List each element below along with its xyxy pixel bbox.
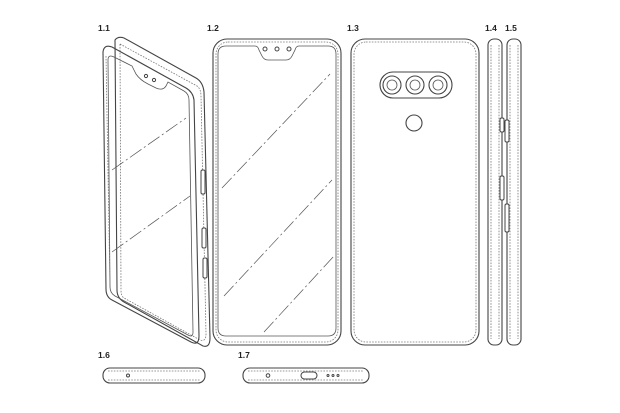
- side-button: [202, 257, 208, 279]
- speaker-hole-icon: [326, 374, 330, 377]
- microphone-hole-icon: [126, 373, 130, 378]
- front-sensor-icon: [286, 46, 292, 52]
- phone-back-edge-dashed: [353, 41, 477, 343]
- figure-label-1-1: 1.1: [98, 23, 110, 33]
- earpiece-icon: [274, 46, 280, 52]
- screen-area: [107, 55, 194, 337]
- headphone-jack-icon: [265, 373, 271, 378]
- figure-label-1-2: 1.2: [207, 23, 219, 33]
- figure-1-6: 1.6: [98, 350, 206, 384]
- speaker-hole-icon: [336, 374, 340, 377]
- camera-module: [379, 71, 453, 99]
- shading-line: [111, 195, 191, 253]
- figure-label-1-7: 1.7: [238, 350, 250, 360]
- shading-line: [221, 73, 331, 189]
- figure-label-1-4: 1.4: [485, 23, 497, 33]
- figure-1-5: 1.5: [504, 23, 522, 346]
- figure-1-7: 1.7: [238, 350, 370, 384]
- usb-port-icon: [300, 371, 318, 380]
- figure-label-1-6: 1.6: [98, 350, 110, 360]
- shading-line: [223, 179, 333, 297]
- side-button: [499, 117, 505, 133]
- top-edge-outline: [102, 367, 206, 384]
- phone-back-outline: [350, 38, 480, 346]
- figure-1-3: 1.3: [347, 23, 480, 346]
- phone-outline: [212, 38, 342, 346]
- figure-label-1-5: 1.5: [505, 23, 517, 33]
- shading-line: [111, 117, 187, 171]
- front-camera-icon: [143, 73, 149, 79]
- bottom-edge-outline: [242, 367, 370, 384]
- side-button: [200, 169, 206, 195]
- figure-1-2: 1.2: [207, 23, 342, 346]
- side-button: [499, 175, 505, 201]
- camera-lens-inner-icon: [386, 79, 398, 91]
- screen-edge-dashed: [105, 55, 111, 289]
- camera-lens-icon: [382, 75, 402, 95]
- body-edge-dashed: [119, 43, 207, 341]
- camera-lens-inner-icon: [432, 79, 444, 91]
- side-button: [201, 227, 207, 249]
- camera-lens-inner-icon: [409, 79, 421, 91]
- fingerprint-sensor-icon: [405, 114, 423, 132]
- front-camera-icon: [262, 46, 268, 52]
- side-button: [504, 203, 510, 233]
- speaker-hole-icon: [331, 374, 335, 377]
- screen-area: [217, 45, 337, 337]
- front-face-outline: [102, 45, 200, 344]
- side-button: [504, 119, 510, 143]
- phone-edge-dashed: [215, 41, 339, 343]
- figure-1-1: 1.1: [98, 23, 211, 347]
- figure-1-4: 1.4: [485, 23, 505, 346]
- side-outline: [506, 38, 522, 346]
- front-sensor-icon: [151, 77, 157, 83]
- figure-label-1-3: 1.3: [347, 23, 359, 33]
- camera-lens-icon: [428, 75, 448, 95]
- shading-line: [263, 255, 335, 333]
- camera-lens-icon: [405, 75, 425, 95]
